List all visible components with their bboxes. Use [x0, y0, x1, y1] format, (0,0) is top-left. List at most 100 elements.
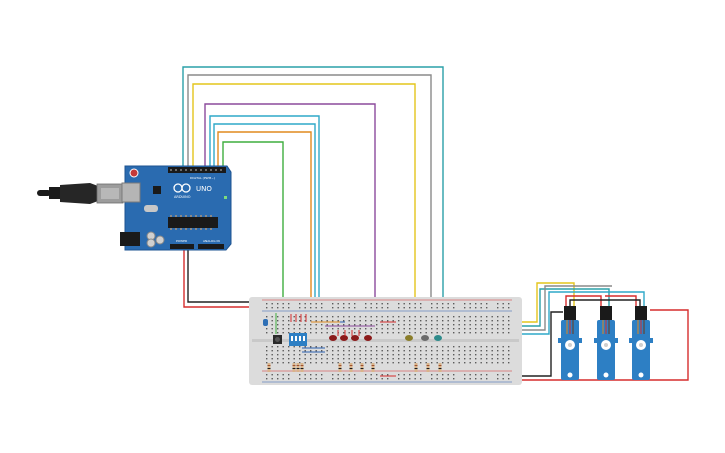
servo-motor[interactable] [558, 306, 582, 380]
wire-servo-black-2[interactable] [505, 311, 563, 377]
breadboard-hole [282, 303, 284, 305]
resistor-band [426, 368, 430, 369]
breadboard[interactable] [249, 297, 522, 385]
wire-servo-red-1[interactable] [565, 295, 602, 308]
breadboard-hole [425, 346, 427, 348]
dip-switch[interactable] [289, 333, 307, 346]
breadboard-hole [497, 378, 499, 380]
arduino-uno[interactable]: UNO ARDUINO DIGITAL (PWM~) POWER ANALOG … [120, 165, 232, 251]
wire-yellow[interactable] [192, 83, 575, 323]
servo-motor[interactable] [594, 306, 618, 380]
resistor[interactable] [296, 363, 300, 372]
led[interactable] [434, 335, 442, 341]
breadboard-hole [486, 332, 488, 334]
wire-purple[interactable] [204, 103, 376, 318]
resistor[interactable] [267, 363, 271, 372]
servo-connector [635, 306, 647, 320]
breadboard-hole [337, 362, 339, 364]
breadboard-hole [387, 332, 389, 334]
breadboard-hole [266, 316, 268, 318]
breadboard-hole [409, 328, 411, 330]
breadboard-hole [304, 328, 306, 330]
breadboard-hole [370, 307, 372, 309]
breadboard-hole [266, 374, 268, 376]
breadboard-hole [348, 303, 350, 305]
usb-cable[interactable] [37, 183, 124, 204]
breadboard-hole [469, 320, 471, 322]
breadboard-hole [403, 303, 405, 305]
breadboard-hole [425, 354, 427, 356]
breadboard-hole [376, 354, 378, 356]
resistor[interactable] [426, 363, 430, 372]
resistor[interactable] [349, 363, 353, 372]
breadboard-hole [486, 328, 488, 330]
breadboard-hole [403, 374, 405, 376]
wire-gray[interactable] [187, 74, 432, 322]
resistor-band [371, 368, 375, 369]
breadboard-hole [310, 362, 312, 364]
breadboard-hole [436, 350, 438, 352]
led[interactable] [329, 335, 337, 341]
reset-button[interactable] [129, 168, 139, 178]
led[interactable] [421, 335, 429, 341]
led[interactable] [351, 335, 359, 341]
servo-connector [600, 306, 612, 320]
breadboard-hole [497, 307, 499, 309]
breadboard-hole [321, 316, 323, 318]
resistor[interactable] [300, 363, 304, 372]
wire-servo-black[interactable] [569, 299, 641, 308]
breadboard-hole [359, 324, 361, 326]
led[interactable] [364, 335, 372, 341]
breadboard-hole [337, 316, 339, 318]
breadboard-hole [431, 378, 433, 380]
wire-blue[interactable] [213, 123, 316, 322]
breadboard-hole [497, 332, 499, 334]
resistor[interactable] [360, 363, 364, 372]
power-jack [120, 232, 140, 246]
led[interactable] [405, 335, 413, 341]
resistor[interactable] [371, 363, 375, 372]
wire-orange[interactable] [217, 131, 312, 322]
breadboard-hole [266, 332, 268, 334]
breadboard-hole [398, 320, 400, 322]
breadboard-hole [299, 303, 301, 305]
breadboard-hole [337, 328, 339, 330]
breadboard-hole [337, 307, 339, 309]
breadboard-hole [387, 320, 389, 322]
breadboard-hole [508, 307, 510, 309]
servo-motor[interactable] [629, 306, 653, 380]
breadboard-hole [409, 320, 411, 322]
led[interactable] [340, 335, 348, 341]
wire-teal[interactable] [182, 66, 444, 322]
breadboard-hole [469, 324, 471, 326]
servo-connector [564, 306, 576, 320]
breadboard-hole [387, 350, 389, 352]
resistor[interactable] [292, 363, 296, 372]
breadboard-hole [464, 328, 466, 330]
breadboard-hole [458, 320, 460, 322]
wire-servo-red-2[interactable] [605, 295, 637, 308]
breadboard-hole [354, 362, 356, 364]
breadboard-hole [282, 354, 284, 356]
breadboard-hole [409, 350, 411, 352]
blue-component[interactable] [263, 319, 268, 326]
resistor[interactable] [438, 363, 442, 372]
wire-power-red[interactable] [183, 250, 276, 308]
resistor[interactable] [338, 363, 342, 372]
breadboard-hole [354, 358, 356, 360]
breadboard-holes [266, 303, 510, 380]
wire-cyan[interactable] [209, 115, 320, 322]
breadboard-hole [365, 324, 367, 326]
wire-green[interactable] [222, 141, 284, 322]
breadboard-hole [425, 320, 427, 322]
breadboard-hole [442, 320, 444, 322]
breadboard-hole [381, 350, 383, 352]
breadboard-hole [436, 324, 438, 326]
breadboard-hole [332, 303, 334, 305]
resistor[interactable] [414, 363, 418, 372]
breadboard-hole [453, 346, 455, 348]
breadboard-hole [486, 362, 488, 364]
breadboard-hole [475, 320, 477, 322]
wire-power-black[interactable] [187, 250, 276, 303]
breadboard-hole [359, 346, 361, 348]
